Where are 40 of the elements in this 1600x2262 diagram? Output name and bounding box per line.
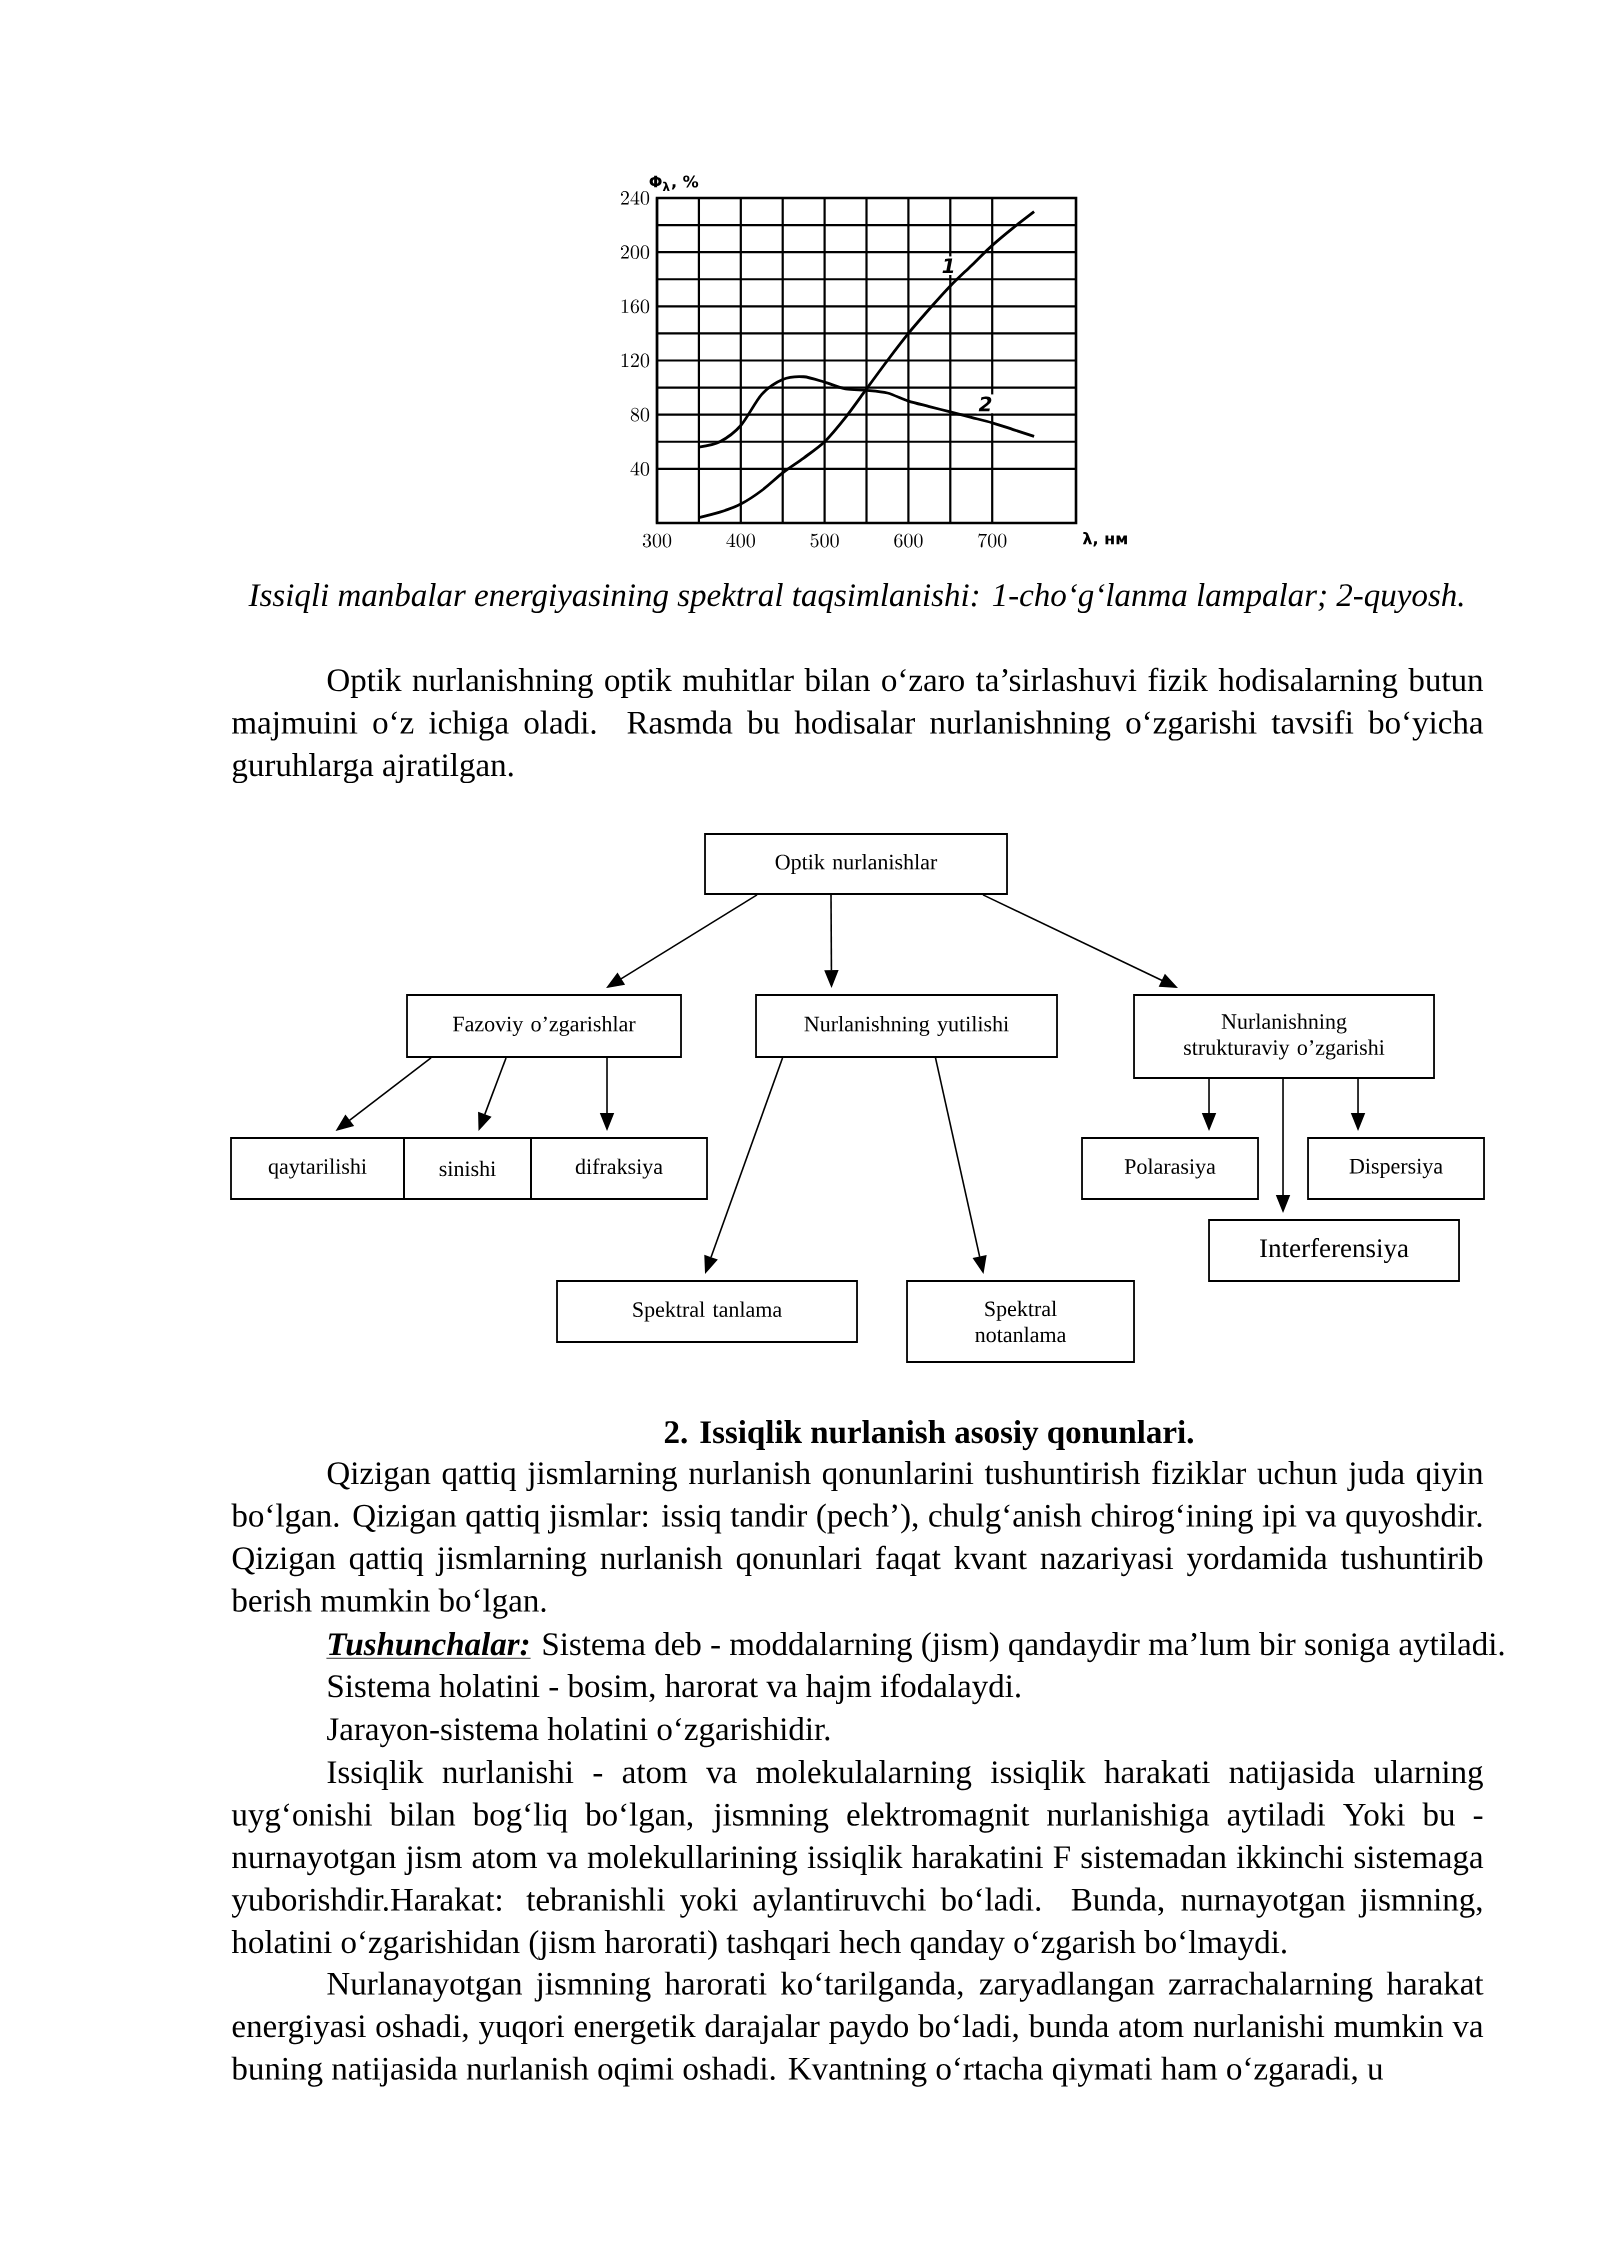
x-tick-label: 500: [810, 533, 839, 548]
process-box: sinishi: [403, 1137, 532, 1200]
x-tick-label: 700: [978, 533, 1007, 548]
paragraph: Optik nurlanishning optik muhitlar bilan o‘zaro ta’sirlashuvi fizik hodisalarning butun majmuini o‘z ichiga oladi. Rasmda bu hodisalar nurlanishning o‘zgarishi tavsifi bo‘yicha guruhlarga ajratilgan.: [232, 667, 1484, 784]
process-box: Optik nurlanishlar: [704, 833, 1008, 895]
process-box: Nurlanishning yutilishi: [755, 994, 1058, 1058]
process-box: Nurlanishning strukturaviy o’zgarishi: [1133, 994, 1435, 1079]
process-box: Spektral notanlama: [906, 1280, 1135, 1363]
section-heading: 2. Issiqlik nurlanish asosiy qonunlari.: [664, 1420, 1193, 1451]
y-tick-label: 120: [621, 353, 650, 368]
definition-text: Sistema deb - moddalarning (jism) qandaydir ma’lum bir soniga aytiladi.: [543, 1632, 1504, 1663]
annotation: 2: [978, 396, 992, 412]
y-tick-label: 80: [630, 407, 650, 422]
process-box: difraksiya: [530, 1137, 708, 1200]
process-box: Dispersiya: [1307, 1137, 1485, 1200]
term-heading: Tushunchalar:: [326, 1632, 531, 1659]
paragraph: Qizigan qattiq jismlarning nurlanish qonunlarini tushuntirish fiziklar uchun juda qiyin bo‘lgan. Qizigan qattiq jismlar: issiq tandir (pech’), chulg‘anish chirog‘ining ipi va quyoshdir. Qizigan qattiq jismlarning nurlanish qonunlari faqat kvant nazariyasi yordamida tushuntirib berish mumkin bo‘lgan.: [231, 1460, 1484, 1619]
paragraph: Nurlanayotgan jismning harorati ko‘tarilganda, zaryadlangan zarrachalarning harakat energiyasi oshadi, yuqori energetik darajalar paydo bo‘ladi, bunda atom nurlanishi mumkin va buning natijasida nurlanish oqimi oshadi. Kvantning o‘rtacha qiymati ham o‘zgaradi, u: [231, 1971, 1484, 2087]
figure-caption: Issiqli manbalar energiyasining spektral taqsimlanishi: 1-cho‘g‘lanma lampalar; 2-quyosh.: [248, 583, 1463, 614]
text-line: Sistema holatini - bosim, harorat va hajm ifodalaydi.: [328, 1673, 1020, 1705]
process-box: Polarasiya: [1081, 1137, 1259, 1200]
annotation: 1: [942, 258, 954, 273]
process-box: Spektral tanlama: [556, 1280, 858, 1343]
x-tick-label: 300: [642, 533, 672, 548]
y-axis-title: Φ$_{λ}$, %: [649, 175, 699, 191]
process-box: qaytarilishi: [230, 1137, 405, 1200]
x-axis-title: λ, нм: [1082, 532, 1127, 547]
line-series: [697, 375, 1036, 449]
line-series: [697, 210, 1036, 519]
y-tick-label: 40: [630, 461, 650, 476]
y-tick-label: 200: [620, 245, 650, 260]
paragraph: Issiqlik nurlanishi - atom va molekulalarning issiqlik harakati natijasida ularning uyg‘onishi bilan bog‘liq bo‘lgan, jismning elektromagnit nurlanishiga aytiladi Yoki bu - nurnayotgan jism atom va molekullarining issiqlik harakatini F sistemadan ikkinchi sistemaga yuborishdir.Harakat: tebranishli yoki aylantiruvchi bo‘ladi. Bunda, nurnayotgan jismning, holatini o‘zgarishidan (jism harorati) tashqari hech qanday o‘zgarish bo‘lmaydi.: [231, 1760, 1484, 1961]
y-tick-label: 240: [620, 190, 650, 205]
x-tick-label: 400: [726, 533, 755, 548]
line-chart: 300 400 500 600 700 40 80 120 160 200 240 1 2 λ, нм Φ$_{λ}$, %: [620, 175, 1127, 548]
process-box: Fazoviy o’zgarishlar: [406, 994, 682, 1058]
y-tick-label: 160: [621, 299, 650, 314]
x-tick-label: 600: [894, 533, 923, 548]
text-line: Jarayon-sistema holatini o‘zgarishidir.: [327, 1717, 830, 1748]
process-box: Interferensiya: [1208, 1219, 1460, 1282]
